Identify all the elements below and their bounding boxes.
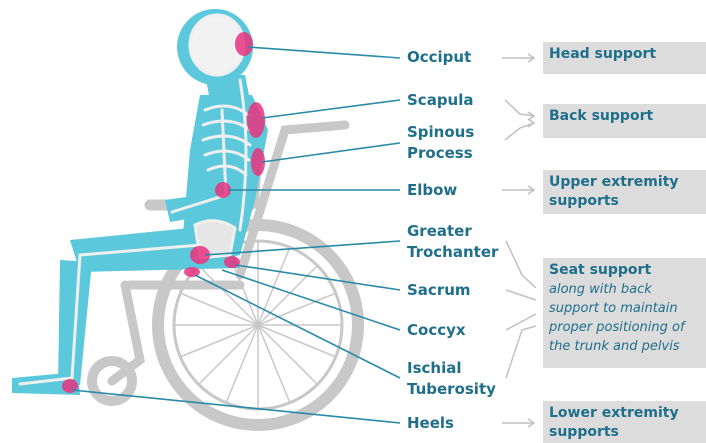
label-trochanter-line1: Greater	[407, 222, 472, 240]
arrow-back-support	[505, 100, 534, 140]
label-ischial-line1: Ischial	[407, 359, 462, 377]
label-spinous-line1: Spinous	[407, 123, 474, 141]
arrow-head-support	[502, 54, 534, 62]
pressure-occiput	[235, 32, 253, 56]
label-occiput: Occiput	[407, 47, 471, 68]
seat-note-line2: support to maintain	[549, 299, 700, 318]
label-trochanter-line2: Trochanter	[407, 243, 498, 261]
lower-support-line2: supports	[549, 423, 700, 442]
seat-support-title: Seat support	[549, 261, 700, 280]
label-ischial-line2: Tuberosity	[407, 380, 496, 398]
box-head-support: Head support	[543, 42, 706, 74]
arrow-lower-support	[502, 419, 534, 427]
box-back-support: Back support	[543, 104, 706, 138]
label-greater-trochanter: Greater Trochanter	[407, 221, 498, 263]
leader-scapula	[262, 100, 400, 118]
pressure-sacrum	[224, 256, 240, 268]
lower-support-line1: Lower extremity	[549, 404, 700, 423]
label-scapula: Scapula	[407, 90, 474, 111]
leader-occiput	[248, 47, 400, 58]
seat-note-line3: proper positioning of	[549, 318, 700, 337]
arrow-upper-support	[502, 186, 534, 194]
back-support-title: Back support	[549, 107, 700, 126]
leader-ischial	[195, 275, 400, 378]
head-support-title: Head support	[549, 45, 700, 64]
label-heels: Heels	[407, 413, 454, 434]
seat-note-line4: the trunk and pelvis	[549, 337, 700, 356]
label-spinous-process: Spinous Process	[407, 122, 474, 164]
label-elbow: Elbow	[407, 180, 457, 201]
label-ischial-tuberosity: Ischial Tuberosity	[407, 358, 496, 400]
box-lower-extremity-supports: Lower extremity supports	[543, 401, 706, 443]
connector-arrows	[502, 54, 536, 427]
label-spinous-line2: Process	[407, 144, 473, 162]
label-coccyx: Coccyx	[407, 320, 466, 341]
arrow-seat-support	[506, 241, 536, 378]
box-upper-extremity-supports: Upper extremity supports	[543, 170, 706, 214]
box-seat-support: Seat support along with back support to …	[543, 258, 706, 368]
upper-support-line2: supports	[549, 192, 700, 211]
upper-support-line1: Upper extremity	[549, 173, 700, 192]
leader-sacrum	[236, 265, 400, 290]
pressure-scapula	[247, 102, 265, 138]
label-sacrum: Sacrum	[407, 280, 471, 301]
seat-note-line1: along with back	[549, 280, 700, 299]
